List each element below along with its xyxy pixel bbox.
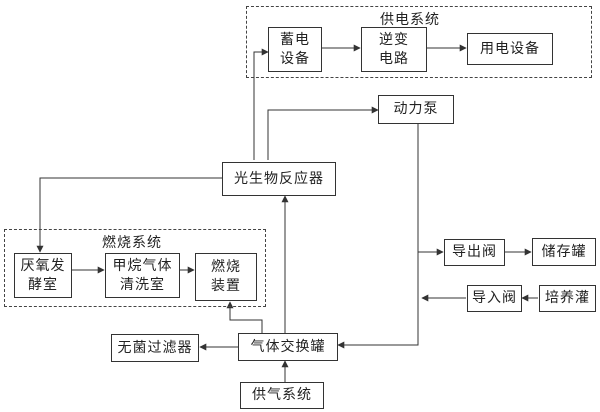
- power-supply-group: [246, 6, 592, 78]
- arrow-reactor-to-pump: [267, 106, 379, 160]
- inverter-box: 逆变 电路: [361, 27, 427, 72]
- import-valve-box: 导入阀: [467, 285, 522, 312]
- power-pump-box: 动力泵: [378, 95, 454, 124]
- combustion-device-box: 燃烧 装置: [195, 253, 257, 301]
- anaerobic-fermentation-box: 厌氧发 酵室: [14, 253, 72, 298]
- arrow-pump-to-gas-exchange: [337, 123, 419, 349]
- culture-tank-box: 培养灌: [539, 285, 596, 312]
- arrow-reactor-to-battery: [253, 48, 269, 160]
- combustion-group-title: 燃烧系统: [100, 232, 164, 252]
- arrow-reactor-to-fermentation: [36, 177, 222, 253]
- export-valve-box: 导出阀: [444, 239, 505, 266]
- gas-supply-box: 供气系统: [240, 382, 324, 409]
- storage-tank-box: 储存罐: [532, 238, 596, 266]
- combustion-group: [4, 229, 266, 307]
- power-supply-group-title: 供电系统: [378, 9, 442, 29]
- sterile-filter-box: 无菌过滤器: [111, 334, 199, 362]
- gas-exchange-tank-box: 气体交换罐: [238, 333, 338, 361]
- methane-scrubber-box: 甲烷气体 清洗室: [105, 253, 180, 298]
- battery-box: 蓄电 设备: [268, 27, 322, 72]
- electric-equipment-box: 用电设备: [467, 33, 553, 65]
- arrow-gas-exchange-to-combustion: [226, 301, 263, 333]
- photobioreactor-box: 光生物反应器: [222, 162, 336, 196]
